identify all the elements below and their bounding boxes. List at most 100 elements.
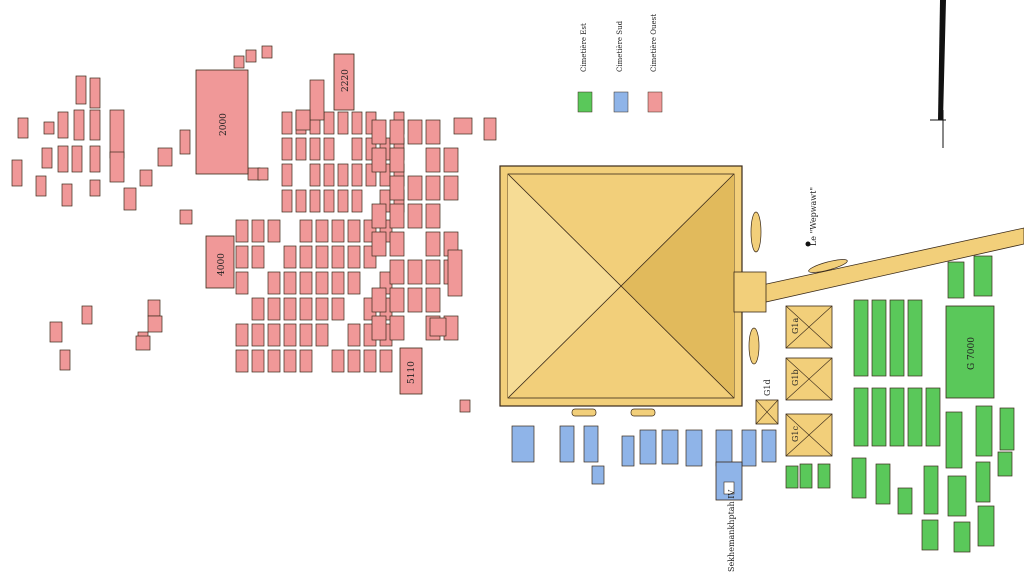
mastaba-4000	[205, 235, 235, 289]
west-tomb	[389, 231, 405, 257]
west-tomb	[251, 219, 265, 243]
west-tomb	[323, 111, 335, 135]
east-tomb	[947, 261, 965, 299]
west-tomb	[425, 287, 441, 313]
west-tomb	[365, 163, 377, 187]
legend-label-west: Cimetière Ouest	[650, 14, 658, 72]
west-tomb	[73, 109, 85, 141]
west-tomb	[347, 349, 361, 373]
west-tomb	[337, 189, 349, 213]
south-tomb	[621, 435, 635, 467]
west-tomb	[351, 137, 363, 161]
legend-label-east: Cimetière Est	[580, 23, 588, 72]
west-tomb	[379, 349, 393, 373]
west-tomb	[331, 271, 345, 295]
west-tomb	[371, 315, 387, 341]
west-tomb	[267, 271, 281, 295]
west-tomb	[41, 147, 53, 169]
south-tomb	[559, 425, 575, 463]
west-tomb	[89, 179, 101, 197]
east-tomb	[785, 465, 799, 489]
west-tomb	[323, 189, 335, 213]
west-tomb	[267, 297, 281, 321]
boat-pit-icon	[805, 241, 811, 247]
west-tomb	[49, 321, 63, 343]
east-tomb	[997, 451, 1013, 477]
north-arrow-icon	[930, 0, 946, 148]
south-tomb	[761, 429, 777, 463]
west-tomb	[371, 147, 387, 173]
west-tomb	[281, 189, 293, 213]
west-tomb	[71, 145, 83, 173]
west-tomb	[371, 231, 387, 257]
south-tomb	[661, 429, 679, 465]
queens-pyramids: G1a G1b G1c G1d	[755, 305, 833, 457]
west-tomb	[123, 187, 137, 211]
west-tomb	[157, 147, 173, 167]
south-tomb	[583, 425, 599, 463]
west-tomb	[389, 175, 405, 201]
west-tomb	[283, 323, 297, 347]
east-tomb	[871, 299, 887, 377]
west-tomb	[299, 323, 313, 347]
east-tomb	[999, 407, 1015, 451]
west-tomb	[363, 349, 377, 373]
west-tomb	[17, 117, 29, 139]
west-tomb	[407, 259, 423, 285]
west-tomb	[235, 323, 249, 347]
south-cemetery	[511, 425, 777, 485]
south-tomb	[639, 429, 657, 465]
west-tomb	[245, 49, 257, 63]
east-tomb	[817, 463, 831, 489]
mastaba-7000-label: G 7000	[967, 337, 977, 370]
west-tomb	[295, 109, 311, 131]
west-tomb	[179, 209, 193, 225]
east-tomb	[975, 461, 991, 503]
west-tomb	[179, 129, 191, 155]
west-tomb	[109, 151, 125, 183]
west-tomb	[89, 77, 101, 109]
legend-label-south: Cimetière Sud	[616, 20, 624, 72]
east-tomb	[945, 411, 963, 469]
west-tomb	[283, 245, 297, 269]
mastaba-2220-label: 2220	[341, 69, 351, 92]
west-tomb	[347, 323, 361, 347]
west-tomb	[299, 245, 313, 269]
west-tomb	[443, 175, 459, 201]
queen-pyramid-a: G1a	[785, 305, 833, 349]
east-tomb	[977, 505, 995, 547]
west-tomb	[57, 111, 69, 139]
east-tomb	[921, 519, 939, 551]
west-tomb	[299, 219, 313, 243]
east-cemetery	[785, 255, 1015, 553]
west-tomb	[351, 111, 363, 135]
west-tomb	[267, 349, 281, 373]
south-tomb	[741, 429, 757, 467]
east-tomb	[875, 463, 891, 505]
west-tomb	[323, 137, 335, 161]
west-tomb	[283, 271, 297, 295]
west-tomb	[315, 323, 329, 347]
east-tomb	[889, 299, 905, 377]
west-tomb	[235, 245, 249, 269]
west-tomb	[309, 189, 321, 213]
west-tomb	[347, 245, 361, 269]
west-tomb	[295, 189, 307, 213]
west-tomb	[331, 245, 345, 269]
west-tomb	[389, 203, 405, 229]
west-tomb	[251, 245, 265, 269]
east-tomb	[853, 387, 869, 447]
west-tomb	[347, 271, 361, 295]
west-tomb	[453, 117, 473, 135]
large-mastabas: 2000 4000 2220 5110 G 7000	[195, 53, 995, 399]
west-tomb	[299, 297, 313, 321]
south-tomb	[511, 425, 535, 463]
mastaba-2220	[333, 53, 355, 111]
mastaba-5110	[399, 347, 423, 395]
queen-pyramid-b-label: G1b	[791, 369, 800, 386]
west-tomb	[459, 399, 471, 413]
west-tomb	[309, 163, 321, 187]
west-tomb	[43, 121, 55, 135]
